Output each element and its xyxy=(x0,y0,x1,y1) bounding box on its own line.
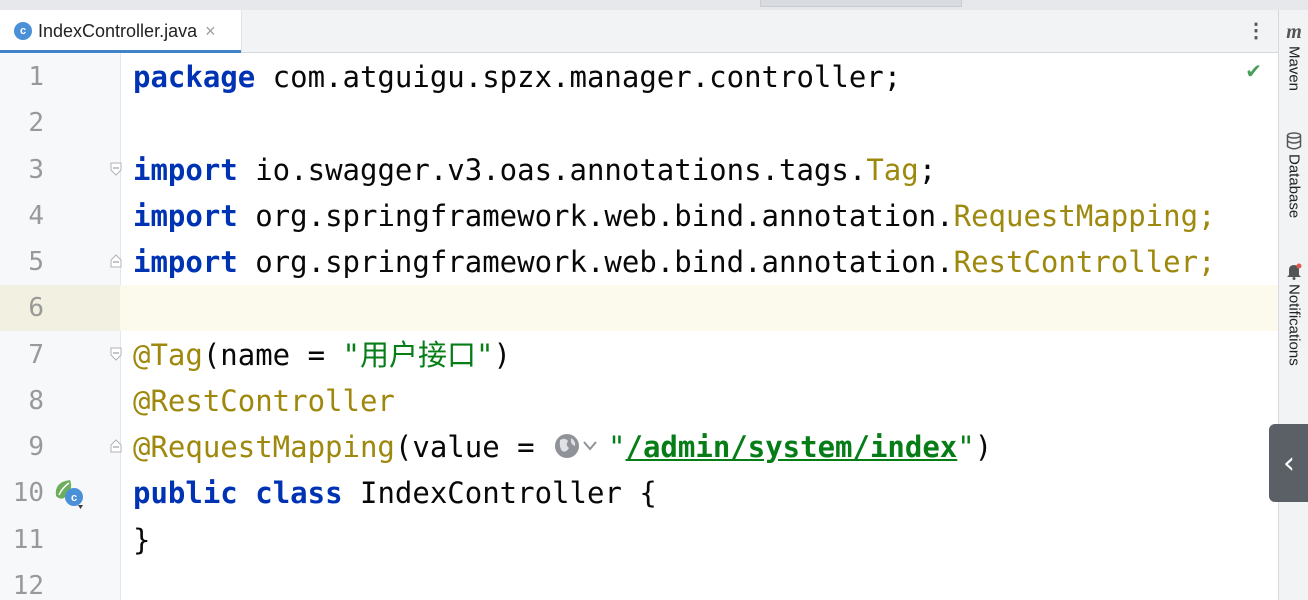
maven-label: Maven xyxy=(1285,46,1303,92)
right-tool-window-bar: m Maven Database Notifications xyxy=(1278,10,1308,600)
code-text: package com.atguigu.spzx.manager.control… xyxy=(133,60,902,94)
fold-end-icon[interactable] xyxy=(110,254,122,268)
line-number: 3 xyxy=(28,155,44,185)
code-line: 3 import io.swagger.v3.oas.annotations.t… xyxy=(0,147,1278,193)
code-line: 2 xyxy=(0,100,1278,146)
code-text: @RequestMapping(value = "/admin/system/i… xyxy=(133,428,993,464)
code-line: 5 import org.springframework.web.bind.an… xyxy=(0,239,1278,285)
fold-start-icon[interactable] xyxy=(110,162,122,176)
editor-tab-bar: c IndexController.java × ⋮ xyxy=(0,10,1278,53)
window-top-tab xyxy=(760,0,962,7)
code-line: 7 @Tag(name = "用户接口") xyxy=(0,332,1278,378)
line-number: 2 xyxy=(28,108,44,138)
line-number: 4 xyxy=(28,201,44,231)
code-text: import org.springframework.web.bind.anno… xyxy=(133,245,1216,279)
line-number: 7 xyxy=(28,340,44,370)
notifications-tool-button[interactable]: Notifications xyxy=(1279,262,1308,366)
maven-tool-button[interactable]: m Maven xyxy=(1279,22,1308,91)
spring-bean-icon[interactable]: c xyxy=(52,476,90,512)
notifications-label: Notifications xyxy=(1285,284,1303,366)
bell-icon xyxy=(1287,263,1302,280)
java-class-icon: c xyxy=(14,22,32,40)
code-line: 11 } xyxy=(0,517,1278,563)
code-text: } xyxy=(133,523,151,557)
line-number: 11 xyxy=(12,525,44,555)
collapse-panel-button[interactable]: ‹ xyxy=(1269,424,1308,502)
chevron-left-icon: ‹ xyxy=(1283,445,1295,481)
line-number: 1 xyxy=(28,62,44,92)
code-text: public class IndexController { xyxy=(133,476,657,510)
code-line: 4 import org.springframework.web.bind.an… xyxy=(0,193,1278,239)
code-line: 9 @RequestMapping(value = "/admin/system… xyxy=(0,424,1278,470)
line-number: 6 xyxy=(28,293,44,323)
url-hint-widget[interactable] xyxy=(552,428,608,458)
database-icon xyxy=(1286,132,1302,150)
close-icon[interactable]: × xyxy=(205,20,216,41)
code-text: @RestController xyxy=(133,384,395,418)
line-number: 10 xyxy=(12,478,44,508)
code-text: import io.swagger.v3.oas.annotations.tag… xyxy=(133,153,937,187)
globe-icon xyxy=(555,434,597,458)
code-line: 10 c public class IndexController { xyxy=(0,470,1278,516)
line-number: 9 xyxy=(28,432,44,462)
inspection-ok-icon[interactable]: ✔ xyxy=(1245,59,1262,83)
fold-end-icon[interactable] xyxy=(110,439,122,453)
code-line: 1 package com.atguigu.spzx.manager.contr… xyxy=(0,54,1278,100)
current-code-line[interactable]: 6 xyxy=(0,285,1278,331)
tab-index-controller[interactable]: c IndexController.java × xyxy=(0,10,242,53)
database-tool-button[interactable]: Database xyxy=(1279,132,1308,218)
line-number: 5 xyxy=(28,247,44,277)
code-text: @Tag(name = "用户接口") xyxy=(133,338,511,372)
code-line: 12 xyxy=(0,563,1278,600)
code-editor[interactable]: ✔ 1 package com.atguigu.spzx.manager.con… xyxy=(0,53,1278,600)
code-line: 8 @RestController xyxy=(0,378,1278,424)
code-text: import org.springframework.web.bind.anno… xyxy=(133,199,1216,233)
svg-text:c: c xyxy=(71,492,77,504)
maven-icon: m xyxy=(1286,21,1302,43)
request-mapping-url-link[interactable]: /admin/system/index xyxy=(625,430,958,464)
tab-title: IndexController.java xyxy=(38,20,198,41)
fold-start-icon[interactable] xyxy=(110,347,122,361)
line-number: 8 xyxy=(28,386,44,416)
database-label: Database xyxy=(1285,154,1303,219)
line-number: 12 xyxy=(12,571,44,600)
tab-options-menu-icon[interactable]: ⋮ xyxy=(1246,20,1266,42)
